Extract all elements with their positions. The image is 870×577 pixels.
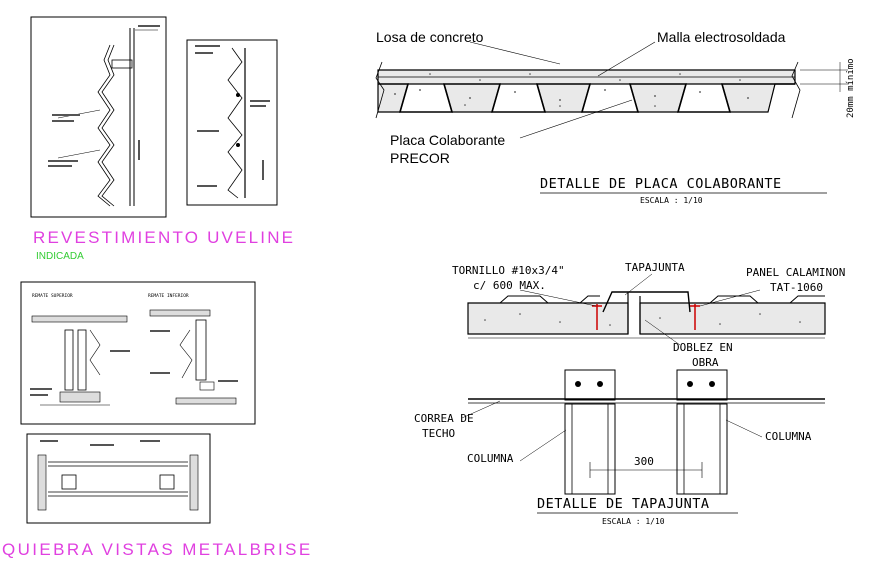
remate-inferior-label: REMATE INFERIOR [148,293,189,299]
screw-right [690,304,700,330]
placa-title: DETALLE DE PLACA COLABORANTE [540,176,782,192]
placa-label: Placa Colaborante [390,132,505,148]
column-right [676,369,728,495]
correa-label-2: TECHO [422,427,455,440]
malla-leader [597,41,656,77]
columna-right-label: COLUMNA [765,430,812,443]
doblez-label-1: DOBLEZ EN [673,341,733,354]
uveline-detail-right [186,39,278,206]
malla-label: Malla electrosoldada [657,29,786,45]
placa-colaborante-section [375,41,848,139]
tat-label: TAT-1060 [770,281,823,294]
column-left [564,369,616,495]
spacing-label: c/ 600 MAX. [473,279,546,292]
concrete-slab [377,69,796,113]
metalbrise-detail-top: REMATE SUPERIOR REMATE INFERIOR [20,281,256,425]
tapajunta-cap [602,291,691,313]
columna-left-label: COLUMNA [467,452,514,465]
tapajunta-section [461,273,826,495]
uveline-detail-left [30,16,167,218]
slab-dim-label: 20mm mínimo [846,58,856,118]
losa-leader [469,41,561,65]
tapajunta-title: DETALLE DE TAPAJUNTA [537,496,710,512]
uveline-title: REVESTIMIENTO UVELINE [33,228,295,247]
panel-label: PANEL CALAMINON [746,266,845,279]
doblez-label-2: OBRA [692,356,719,369]
remate-superior-label: REMATE SUPERIOR [32,293,73,299]
uveline-subtitle: INDICADA [36,251,84,262]
correa-label-1: CORREA DE [414,412,474,425]
metalbrise-detail-bottom [26,433,211,524]
panel-left [467,302,629,335]
tornillo-label: TORNILLO #10x3/4" [452,264,565,277]
metalbrise-title: QUIEBRA VISTAS METALBRISE [2,540,313,559]
steel-deck [378,83,795,113]
dim-300-label: 300 [634,455,654,468]
placa-scale: ESCALA : 1/10 [640,196,703,205]
screw-left [592,304,602,330]
placa-leader [519,99,633,139]
tapajunta-label: TAPAJUNTA [625,261,685,274]
tapajunta-scale: ESCALA : 1/10 [602,517,665,526]
losa-label: Losa de concreto [376,29,484,45]
panel-right [639,302,826,335]
precor-label: PRECOR [390,150,450,166]
